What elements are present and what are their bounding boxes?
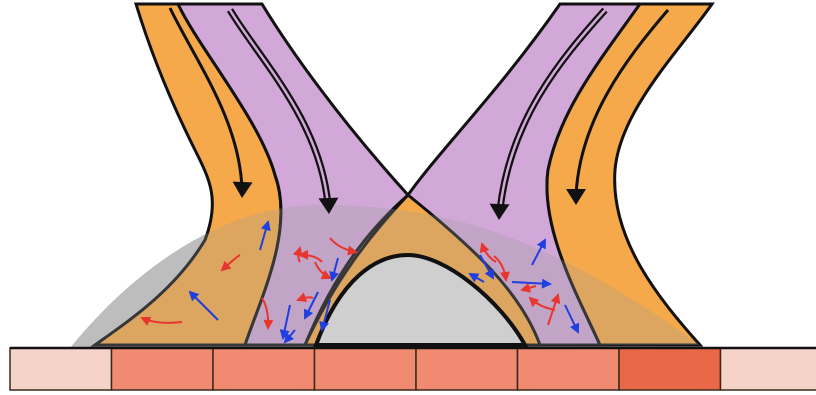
ground-tile bbox=[721, 348, 816, 390]
ground-tile bbox=[112, 348, 214, 390]
ground-tile bbox=[619, 348, 721, 390]
ground-tile bbox=[315, 348, 417, 390]
ground-tile bbox=[518, 348, 620, 390]
ground-tile bbox=[416, 348, 518, 390]
ground-tile bbox=[213, 348, 315, 390]
ground-tiles bbox=[10, 348, 816, 390]
ground-tile bbox=[10, 348, 112, 390]
